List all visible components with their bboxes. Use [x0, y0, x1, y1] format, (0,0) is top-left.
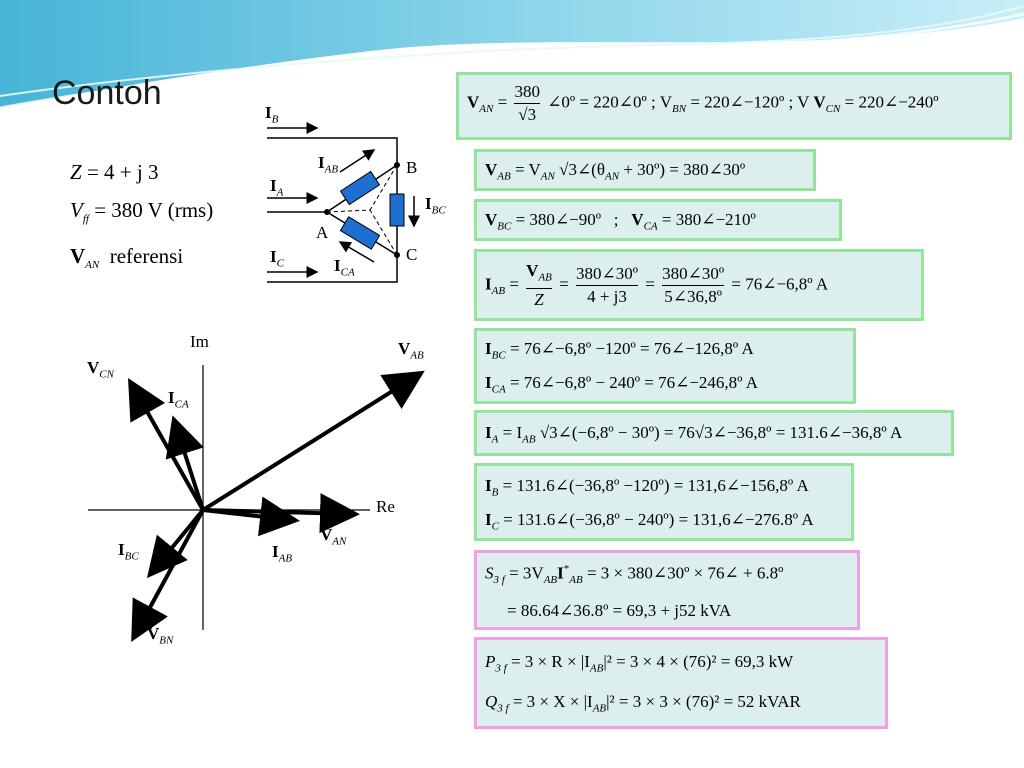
vector-v-bn: [131, 509, 205, 643]
given-line-voltage: Vff = 380 V (rms): [70, 198, 214, 226]
node-c-label: C: [406, 245, 418, 264]
vector-i-ca: [165, 415, 205, 511]
eq-v-bc-ca: VBC = 380∠−90º ; VCA = 380∠−210º: [474, 199, 842, 241]
label-i-ca: ICA: [168, 388, 189, 411]
label-v-cn: VCN: [87, 358, 114, 381]
eq-phase-voltages: VAN = 380√3 ∠0º = 220∠0º ; VBN = 220∠−12…: [456, 72, 1012, 140]
given-reference: VAN referensi: [70, 244, 184, 272]
label-ibc: IBC: [425, 194, 446, 217]
label-ica: ICA: [334, 256, 355, 279]
node-a-label: A: [316, 223, 329, 242]
label-ic: IC: [270, 247, 284, 270]
label-i-bc: IBC: [118, 540, 139, 563]
node-b-label: B: [406, 158, 418, 177]
eq-apparent-power: S3 f = 3VABI*AB = 3 × 380∠30º × 76∠ + 6.…: [474, 550, 860, 630]
axis-im-label: Im: [190, 332, 209, 351]
label-iab: IAB: [318, 153, 339, 176]
eq-v-ab: VAB = VAN √3∠(θAN + 30º) = 380∠30º: [474, 149, 816, 191]
label-ia: IA: [270, 176, 284, 199]
given-impedance: Z = 4 + j 3: [70, 160, 159, 184]
label-v-an: VAN: [320, 525, 347, 548]
resistor-ab: [339, 170, 381, 206]
eq-i-a: IA = IAB √3∠(−6,8º − 30º) = 76√3∠−36,8º …: [474, 410, 954, 456]
slide-title: Contoh: [52, 74, 162, 112]
axis-re-label: Re: [376, 497, 395, 516]
eq-i-b-c: IB = 131.6∠(−36,8º −120º) = 131,6∠−156,8…: [474, 463, 854, 541]
vector-i-bc: [146, 508, 205, 579]
phasor-diagram: [88, 365, 425, 643]
eq-i-bc-ca: IBC = 76∠−6,8º −120º = 76∠−126,8º A ICA …: [474, 328, 856, 404]
label-i-ab: IAB: [272, 542, 293, 565]
vector-i-ab: [202, 496, 300, 537]
resistor-ca: [339, 216, 381, 250]
vector-v-ab: [201, 370, 425, 512]
label-ib: IB: [265, 103, 279, 126]
label-v-bn: VBN: [147, 624, 174, 647]
delta-circuit-diagram: [267, 122, 420, 283]
label-v-ab: VAB: [398, 339, 424, 362]
header-wave: [0, 0, 1024, 110]
resistor-bc: [389, 193, 405, 227]
eq-real-reactive-power: P3 f = 3 × R × |IAB|² = 3 × 4 × (76)² = …: [474, 637, 888, 729]
